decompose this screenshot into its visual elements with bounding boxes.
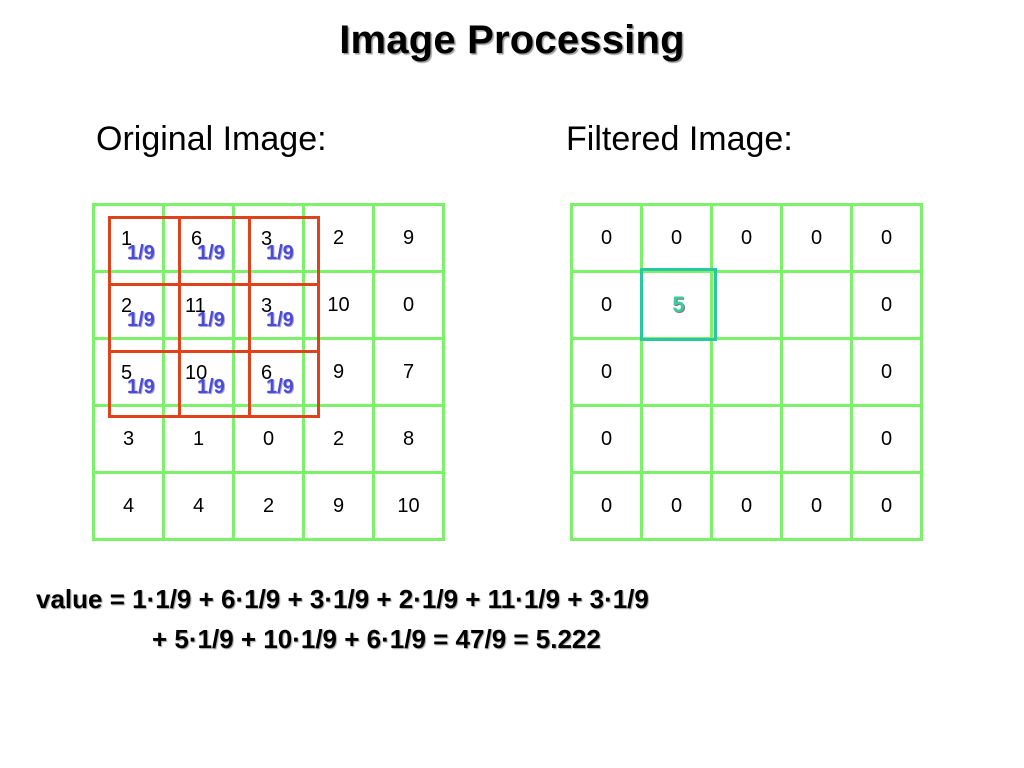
original-cell: 2 — [232, 471, 305, 541]
kernel-weight: 1/9 — [127, 242, 155, 264]
original-cell: 4 — [92, 471, 165, 541]
filtered-cell: 0 — [640, 203, 713, 273]
original-cell: 9 — [302, 471, 375, 541]
filtered-image-grid: 0 0 0 0 0 0 0 0 0 0 0 0 0 0 0 0 — [570, 203, 923, 541]
kernel-weight: 1/9 — [127, 376, 155, 398]
filtered-row: 0 0 0 0 0 — [570, 471, 923, 541]
original-cell: 2 — [302, 203, 375, 273]
filtered-cell: 0 — [570, 203, 643, 273]
filtered-image-label: Filtered Image: — [566, 120, 793, 158]
original-cell: 10 — [372, 471, 445, 541]
filtered-row: 0 0 — [570, 270, 923, 340]
kernel-weight: 1/9 — [266, 242, 294, 264]
filtered-cell: 0 — [570, 471, 643, 541]
filtered-cell — [710, 337, 783, 407]
original-cell: 9 — [302, 337, 375, 407]
kernel-weight: 1/9 — [127, 309, 155, 331]
original-cell: 1 — [162, 404, 235, 474]
original-cell: 10 — [302, 270, 375, 340]
original-cell: 0 — [232, 404, 305, 474]
filtered-cell — [640, 337, 713, 407]
filtered-cell: 0 — [570, 270, 643, 340]
original-cell: 0 — [372, 270, 445, 340]
filtered-result-value: 5 — [672, 292, 685, 317]
kernel-weight: 1/9 — [266, 376, 294, 398]
kernel-weight: 1/9 — [197, 376, 225, 398]
filtered-cell: 0 — [780, 471, 853, 541]
original-image-label: Original Image: — [96, 120, 327, 158]
original-row: 4 4 2 9 10 — [92, 471, 445, 541]
filtered-row: 0 0 0 0 0 — [570, 203, 923, 273]
filtered-cell — [640, 270, 713, 340]
filtered-cell — [780, 404, 853, 474]
filtered-highlight-box — [640, 268, 717, 341]
formula-line-1: value = 1·1/9 + 6·1/9 + 3·1/9 + 2·1/9 + … — [36, 584, 649, 614]
filtered-cell: 0 — [850, 337, 923, 407]
filtered-row: 0 0 — [570, 404, 923, 474]
kernel-weight: 1/9 — [197, 242, 225, 264]
filtered-cell — [710, 404, 783, 474]
filtered-cell: 0 — [850, 270, 923, 340]
filtered-cell: 0 — [570, 337, 643, 407]
filtered-cell — [710, 270, 783, 340]
filtered-cell: 0 — [710, 203, 783, 273]
filtered-cell: 0 — [850, 471, 923, 541]
filtered-cell — [780, 337, 853, 407]
filtered-cell: 0 — [780, 203, 853, 273]
original-cell: 9 — [372, 203, 445, 273]
page-title: Image Processing — [339, 18, 685, 62]
filtered-cell: 0 — [640, 471, 713, 541]
original-cell: 8 — [372, 404, 445, 474]
formula-line-2: + 5·1/9 + 10·1/9 + 6·1/9 = 47/9 = 5.222 — [152, 624, 601, 654]
filtered-cell: 0 — [570, 404, 643, 474]
filtered-cell: 0 — [850, 203, 923, 273]
original-cell: 2 — [302, 404, 375, 474]
kernel-weight: 1/9 — [197, 309, 225, 331]
original-cell: 3 — [92, 404, 165, 474]
filtered-row: 0 0 — [570, 337, 923, 407]
filtered-cell: 0 — [710, 471, 783, 541]
filtered-cell — [780, 270, 853, 340]
filtered-cell: 0 — [850, 404, 923, 474]
kernel-weight: 1/9 — [266, 309, 294, 331]
original-row: 3 1 0 2 8 — [92, 404, 445, 474]
filtered-cell — [640, 404, 713, 474]
original-cell: 4 — [162, 471, 235, 541]
original-cell: 7 — [372, 337, 445, 407]
